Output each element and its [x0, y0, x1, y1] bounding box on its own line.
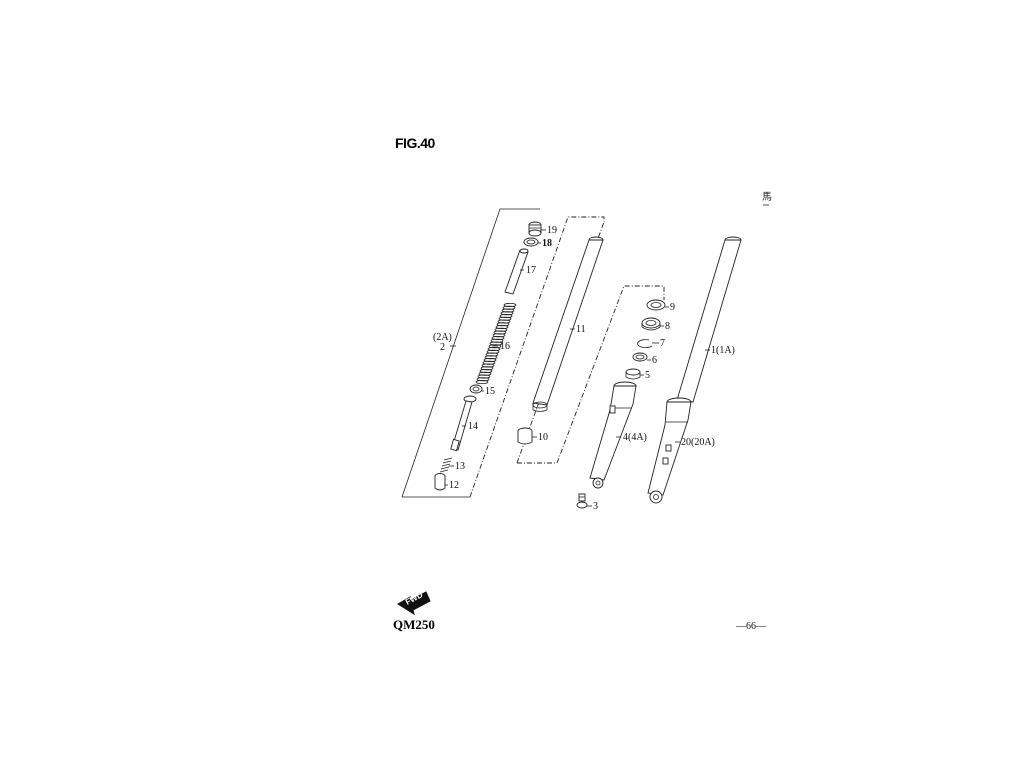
label-13: 13: [455, 461, 465, 472]
part-17-spacer: [504, 248, 529, 295]
label-9: 9: [670, 302, 675, 313]
label-19: 19: [547, 225, 557, 236]
part-8-oil-seal: [641, 317, 661, 331]
part-13-rebound-spring: [439, 457, 453, 473]
part-19-cap-bolt: [528, 221, 542, 237]
spring-coil: [477, 374, 491, 379]
part-1-inner-tube: [676, 236, 742, 403]
page-number: —66—: [736, 621, 766, 632]
label-7: 7: [660, 338, 665, 349]
label-14: 14: [468, 421, 478, 432]
forward-arrow-icon: [397, 591, 431, 616]
spring-coil: [485, 352, 499, 357]
spring-coil: [491, 335, 505, 340]
spring-coil: [483, 357, 497, 362]
label-4: 4(4A): [623, 432, 647, 443]
spring-coil: [499, 313, 513, 318]
label-2: 2: [440, 342, 445, 353]
label-8: 8: [665, 321, 670, 332]
spring-coil: [494, 327, 508, 332]
spring-coil: [487, 346, 501, 351]
spring-coil: [486, 349, 500, 354]
spring-coil: [497, 319, 511, 324]
part-3-bolt: [576, 493, 588, 509]
part-12-oil-lock: [434, 473, 446, 491]
spring-coil: [479, 368, 493, 373]
spring-coil: [488, 344, 502, 349]
spring-coil: [478, 371, 492, 376]
group-2-inner-bracket: [469, 216, 605, 498]
group-2-bracket: [401, 208, 540, 498]
part-4-outer-tube: [589, 381, 637, 489]
spring-coil: [489, 341, 503, 346]
part-18-o-ring: [523, 237, 539, 247]
label-12: 12: [449, 480, 459, 491]
part-6-washer: [632, 352, 648, 362]
spring-coil: [490, 338, 504, 343]
part-20-outer-tube: [647, 397, 692, 504]
spring-coil: [475, 379, 489, 384]
spring-coil: [496, 322, 510, 327]
spring-coil: [480, 366, 494, 371]
part-11-inner-tube: [532, 236, 604, 412]
spring-coil: [492, 333, 506, 338]
spring-coil: [500, 311, 514, 316]
label-17: 17: [526, 265, 536, 276]
label-20: 20(20A): [681, 437, 715, 448]
figure-title: FIG.40: [395, 135, 435, 151]
spring-coil: [495, 324, 509, 329]
part-5-slide-bush: [625, 368, 641, 380]
spring-coil: [493, 330, 507, 335]
part-9-dust-seal: [646, 299, 666, 311]
spring-coil: [484, 355, 498, 360]
label-1: 1(1A): [711, 345, 735, 356]
label-16: 16: [500, 341, 510, 352]
label-15: 15: [485, 386, 495, 397]
part-10-guide-bush: [517, 427, 533, 445]
part-15-ring: [469, 384, 483, 394]
spring-coil: [503, 302, 517, 307]
part-7-circlip: [637, 339, 653, 349]
label-10: 10: [538, 432, 548, 443]
part-14-damper-rod: [450, 395, 477, 452]
spring-coil: [498, 316, 512, 321]
label-18: 18: [542, 238, 552, 249]
model-name: QM250: [393, 617, 435, 632]
edge-glyph: 馬: [762, 192, 772, 203]
label-11: 11: [576, 324, 586, 335]
label-2a: (2A): [433, 332, 452, 343]
part-16-spring: [475, 302, 517, 384]
label-6: 6: [652, 355, 657, 366]
spring-coil: [481, 363, 495, 368]
spring-coil: [502, 305, 516, 310]
spring-coil: [482, 360, 496, 365]
label-5: 5: [645, 370, 650, 381]
label-3: 3: [593, 501, 598, 512]
spring-coil: [501, 308, 515, 313]
spring-coil: [476, 377, 490, 382]
